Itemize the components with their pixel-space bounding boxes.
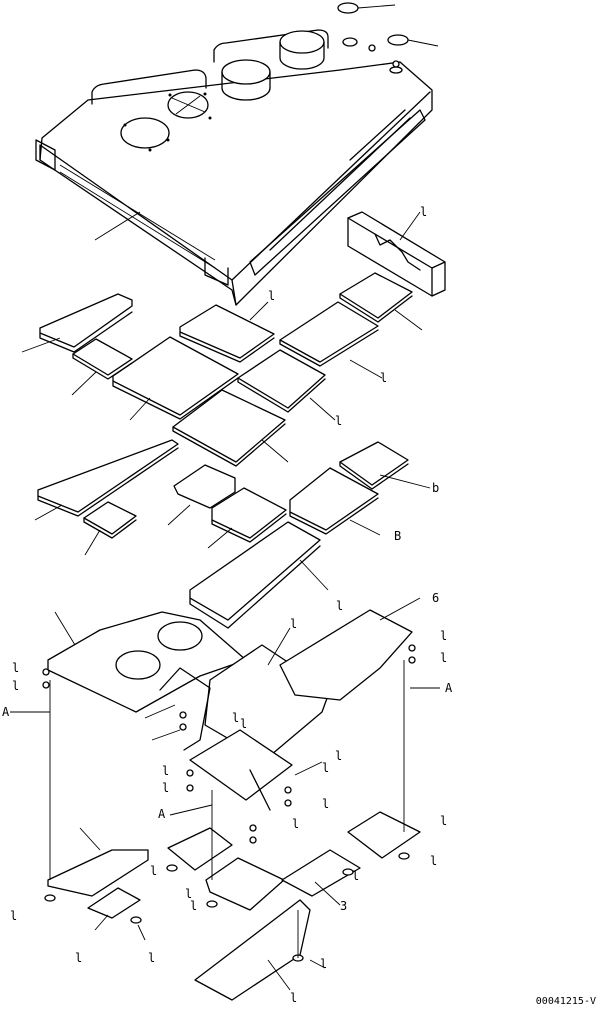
callout-label: l	[440, 629, 447, 643]
callout-label: l	[322, 797, 329, 811]
side-panels	[47, 609, 413, 811]
foam-block	[347, 211, 446, 297]
callout-label: l	[268, 289, 275, 303]
callout-label: l	[232, 711, 239, 725]
callout-label: l	[290, 617, 297, 631]
callout-label: l	[335, 414, 342, 428]
callout-label: b	[432, 481, 439, 495]
callout-label: l	[162, 764, 169, 778]
callout-label: A	[445, 681, 453, 695]
callout-label: l	[148, 951, 155, 965]
leader-lines	[10, 4, 440, 991]
callout-label: l	[335, 749, 342, 763]
callout-label: 3	[340, 899, 347, 913]
callout-label: 6	[432, 591, 439, 605]
callout-label: l	[336, 599, 343, 613]
callout-label: B	[394, 529, 401, 543]
callout-label: l	[12, 661, 19, 675]
callout-label: l	[150, 864, 157, 878]
insulation-pads-layer-2	[37, 439, 409, 629]
callout-label: l	[290, 991, 297, 1005]
callout-label: l	[352, 869, 359, 883]
callout-label: l	[380, 371, 387, 385]
callout-label: l	[320, 957, 327, 971]
top-cover-panel	[35, 2, 433, 306]
fasteners	[42, 644, 416, 962]
callout-label: l	[440, 814, 447, 828]
callout-label: l	[440, 651, 447, 665]
bottom-pads	[47, 811, 421, 1001]
callout-label: l	[420, 205, 427, 219]
callout-label: l	[430, 854, 437, 868]
insulation-pads-layer-1	[39, 272, 413, 467]
callout-label: A	[2, 705, 10, 719]
drawing-code: 00041215-V	[535, 996, 596, 1007]
callout-label: l	[190, 899, 197, 913]
callout-label: l	[10, 909, 17, 923]
callout-label: l	[292, 817, 299, 831]
callout-label: l	[162, 781, 169, 795]
callout-label: l	[75, 951, 82, 965]
callout-label: A	[158, 807, 166, 821]
callout-labels: l l l l b B 6 l l l l A l l l l A l l l …	[2, 205, 453, 1005]
callout-label: l	[322, 761, 329, 775]
callout-label: l	[12, 679, 19, 693]
callout-label: l	[185, 887, 192, 901]
callout-label: l	[240, 717, 247, 731]
